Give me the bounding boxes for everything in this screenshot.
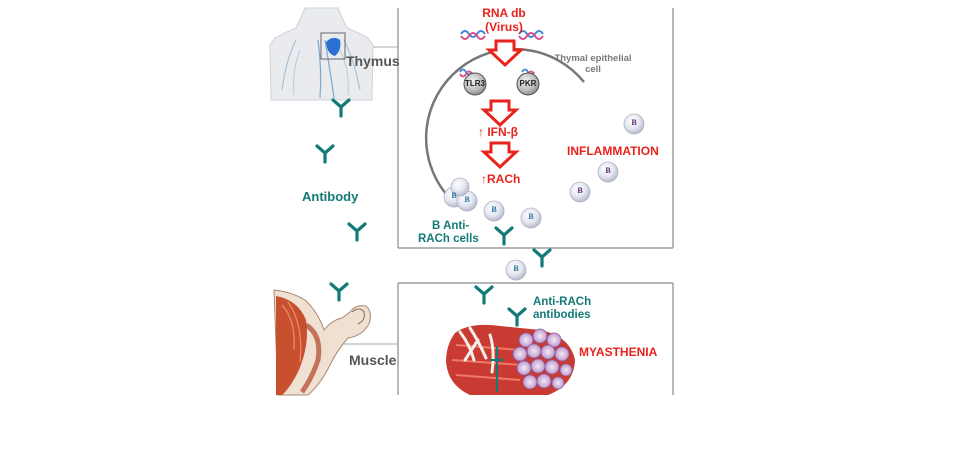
thymal-epithelial-cell-membrane xyxy=(424,47,585,195)
tlr3-label: TLR3 xyxy=(465,79,485,88)
rach-label: ↑RACh xyxy=(481,172,521,186)
b-cells-label-line2: RACh cells xyxy=(418,233,479,246)
arm-illustration xyxy=(273,289,371,396)
b-cell-letter: B xyxy=(491,205,497,214)
b-cell-letter: B xyxy=(528,212,534,221)
b-cell-letter: B xyxy=(513,264,519,273)
muscle-panel-frame xyxy=(325,282,674,395)
pkr-receptor xyxy=(516,72,540,96)
pkr-label: PKR xyxy=(519,79,537,88)
rna-label-line1: RNA db xyxy=(482,6,526,20)
b-cell-letter: B xyxy=(577,186,583,195)
anti-rach-label-line1: Anti-RACh xyxy=(533,296,592,308)
rna-virus-label: RNA db (Virus) xyxy=(468,6,540,35)
b-cell-letter: B xyxy=(631,118,637,127)
arrow-down-icon xyxy=(487,39,523,67)
muscle-fiber-bundle xyxy=(446,324,575,395)
muscle-label: Muscle xyxy=(349,352,397,368)
thymal-epithelial-cell-label: Thymal epithelial cell xyxy=(544,53,642,76)
arrow-down-icon xyxy=(482,99,518,127)
thymal-label-line2: cell xyxy=(585,63,601,75)
b-anti-rach-cells-label: B Anti- RACh cells xyxy=(418,220,479,246)
tlr3-receptor xyxy=(463,72,487,96)
antibody-label: Antibody xyxy=(302,189,359,204)
rna-virus-icon xyxy=(459,30,544,78)
arrow-down-icon xyxy=(482,141,518,169)
myasthenia-label: MYASTHENIA xyxy=(579,345,658,359)
torso-illustration xyxy=(269,7,374,101)
thymal-label-line1: Thymal epithelial xyxy=(554,53,632,64)
b-cells xyxy=(443,113,645,281)
b-cell-letter: B xyxy=(464,195,470,204)
anti-rach-antibodies-label: Anti-RACh antibodies xyxy=(533,296,591,322)
b-cells-label-line1: B Anti- xyxy=(432,220,470,232)
ifn-beta-label: ↑ IFN-β xyxy=(478,125,518,139)
thymus-label: Thymus xyxy=(346,53,400,69)
b-cell-letter: B xyxy=(451,191,457,200)
inflammation-label: INFLAMMATION xyxy=(567,144,659,158)
rna-label-line2: (Virus) xyxy=(485,19,523,34)
b-cell-letter: B xyxy=(605,166,611,175)
anti-rach-label-line2: antibodies xyxy=(533,309,591,322)
